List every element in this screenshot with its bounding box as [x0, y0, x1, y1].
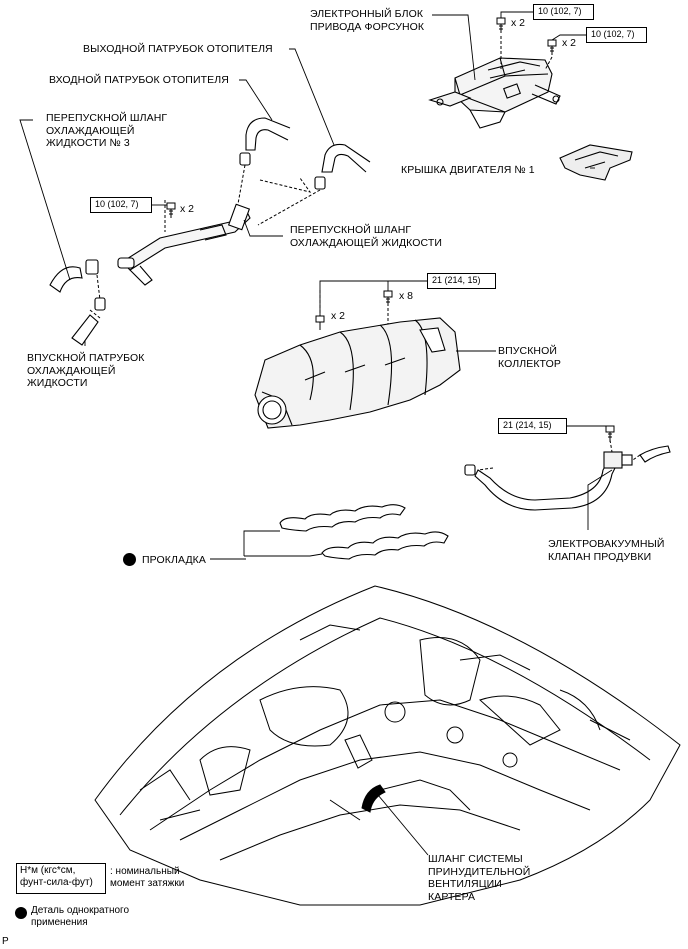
label-bypass-hose-line1: ПЕРЕПУСКНОЙ ШЛАНГ	[290, 224, 412, 236]
corner-mark: P	[2, 936, 9, 947]
driver-bolt-2	[544, 39, 557, 71]
legend-torque-unit-line2: фунт-сила-фут)	[20, 877, 93, 888]
legend-torque-desc-line2: момент затяжки	[110, 878, 185, 889]
label-coolant-inlet-line2: ОХЛАЖДАЮЩЕЙ	[27, 364, 116, 377]
manifold-bolt-b	[383, 290, 393, 306]
label-pcv-hose-line2: ПРИНУДИТЕЛЬНОЙ	[428, 865, 531, 878]
qty-driver-bolt-1: x 2	[511, 17, 526, 29]
heater-inlet-pipe	[239, 117, 291, 166]
purge-vsv-assembly	[464, 445, 671, 511]
qty-manifold-bolt-b: x 8	[399, 290, 414, 302]
label-bypass-hose-line2: ОХЛАЖДАЮЩЕЙ ЖИДКОСТИ	[290, 236, 443, 249]
engine-cover	[559, 144, 633, 181]
label-bypass-hose-3-line2: ОХЛАЖДАЮЩЕЙ	[46, 124, 135, 137]
legend-non-reusable-line1: Деталь однократного	[31, 905, 130, 916]
intake-manifold	[254, 317, 461, 429]
label-pcv-hose-line1: ШЛАНГ СИСТЕМЫ	[428, 853, 523, 865]
label-heater-outlet: ВЫХОДНОЙ ПАТРУБОК ОТОПИТЕЛЯ	[83, 43, 273, 55]
label-engine-cover: КРЫШКА ДВИГАТЕЛЯ № 1	[401, 164, 535, 176]
torque-manifold-bolt: 21 (214, 15)	[427, 273, 496, 289]
torque-driver-bolt-1: 10 (102, 7)	[533, 4, 594, 20]
label-coolant-inlet-line1: ВПУСКНОЙ ПАТРУБОК	[27, 352, 145, 364]
label-vsv-purge-line1: ЭЛЕКТРОВАКУУМНЫЙ	[548, 538, 665, 550]
qty-bypass-bolt: x 2	[180, 203, 195, 215]
injector-driver-unit	[428, 57, 561, 129]
legend-non-reusable-icon	[15, 907, 27, 919]
legend-torque-description: : номинальный момент затяжки	[110, 866, 184, 890]
legend-torque-desc-line1: : номинальный	[110, 866, 180, 877]
torque-driver-bolt-2: 10 (102, 7)	[586, 27, 647, 43]
label-heater-inlet: ВХОДНОЙ ПАТРУБОК ОТОПИТЕЛЯ	[49, 74, 229, 86]
label-bypass-hose-3-line3: ЖИДКОСТИ № 3	[46, 137, 130, 149]
label-intake-manifold-line2: КОЛЛЕКТОР	[498, 357, 561, 370]
label-pcv-hose-line4: КАРТЕРА	[428, 890, 476, 903]
heater-outlet-pipe	[314, 143, 371, 190]
bypass-hose-no3	[49, 259, 99, 293]
bypass-hose-assembly	[117, 203, 251, 286]
label-coolant-inlet-line3: ЖИДКОСТИ	[27, 377, 88, 389]
label-vsv-purge-line2: КЛАПАН ПРОДУВКИ	[548, 550, 652, 563]
engine-bay-view	[94, 585, 681, 906]
label-intake-manifold-line1: ВПУСКНОЙ	[498, 345, 558, 357]
label-intake-manifold: ВПУСКНОЙ КОЛЛЕКТОР	[498, 345, 561, 370]
gasket-upper	[279, 504, 406, 532]
label-vsv-purge: ЭЛЕКТРОВАКУУМНЫЙ КЛАПАН ПРОДУВКИ	[548, 538, 665, 563]
label-pcv-hose-line3: ВЕНТИЛЯЦИИ	[428, 878, 502, 890]
label-pcv-hose: ШЛАНГ СИСТЕМЫ ПРИНУДИТЕЛЬНОЙ ВЕНТИЛЯЦИИ …	[428, 853, 530, 903]
coolant-inlet-pipe	[71, 297, 106, 346]
label-gasket: ПРОКЛАДКА	[142, 554, 206, 566]
label-injector-driver: ЭЛЕКТРОННЫЙ БЛОК ПРИВОДА ФОРСУНОК	[310, 8, 424, 33]
qty-driver-bolt-2: x 2	[562, 37, 577, 49]
label-bypass-hose-3-line1: ПЕРЕПУСКНОЙ ШЛАНГ	[46, 112, 168, 124]
torque-vsv-bolt: 21 (214, 15)	[498, 418, 567, 434]
torque-bypass-bolt: 10 (102, 7)	[90, 197, 152, 213]
label-bypass-hose-3: ПЕРЕПУСКНОЙ ШЛАНГ ОХЛАЖДАЮЩЕЙ ЖИДКОСТИ №…	[46, 112, 167, 150]
gasket-lower	[321, 531, 449, 560]
label-injector-driver-line2: ПРИВОДА ФОРСУНОК	[310, 20, 425, 33]
label-coolant-inlet: ВПУСКНОЙ ПАТРУБОК ОХЛАЖДАЮЩЕЙ ЖИДКОСТИ	[27, 352, 144, 390]
non-reusable-marker-gasket	[123, 553, 136, 566]
legend-non-reusable-line2: применения	[31, 917, 88, 928]
legend-non-reusable-text: Деталь однократного применения	[31, 905, 129, 929]
legend-torque-unit-box: Н*м (кгс*см, фунт-сила-фут)	[16, 863, 106, 894]
bypass-bolt	[166, 202, 176, 218]
leader-lines	[19, 14, 613, 856]
label-injector-driver-line1: ЭЛЕКТРОННЫЙ БЛОК	[310, 8, 424, 20]
qty-manifold-bolt-a: x 2	[331, 310, 346, 322]
legend-torque-unit-line1: Н*м (кгс*см,	[20, 865, 76, 876]
label-bypass-hose: ПЕРЕПУСКНОЙ ШЛАНГ ОХЛАЖДАЮЩЕЙ ЖИДКОСТИ	[290, 224, 442, 249]
